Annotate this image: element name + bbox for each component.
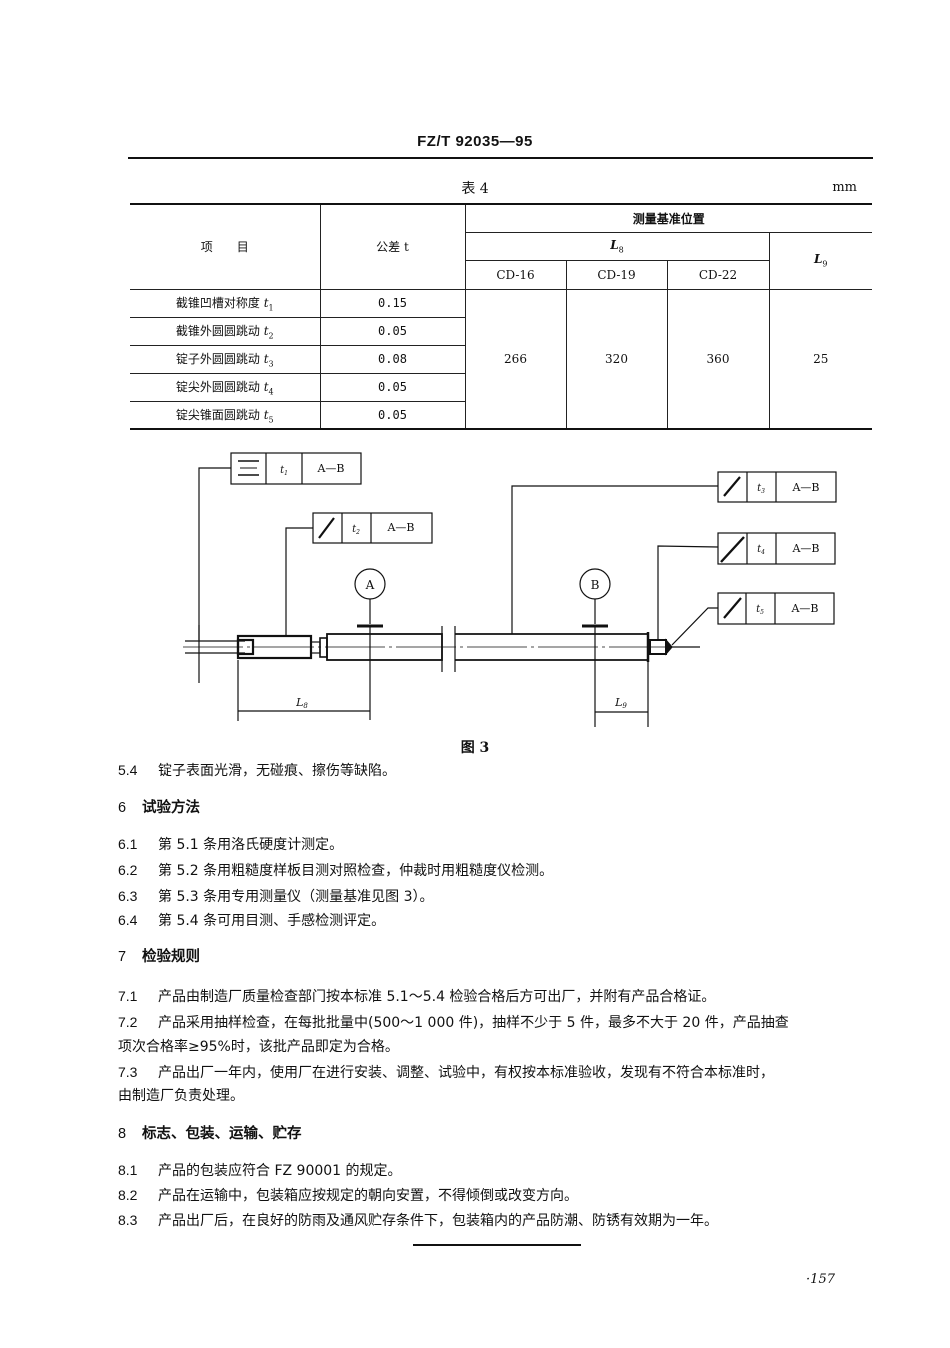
svg-text:t4: t4: [757, 544, 765, 556]
svg-text:A—B: A—B: [790, 602, 818, 615]
header-l9: L9: [768, 231, 872, 290]
svg-text:A—B: A—B: [791, 542, 819, 555]
svg-text:t3: t3: [757, 483, 765, 495]
svg-text:t2: t2: [352, 524, 360, 536]
item-cell: 锭尖外圆圆跳动 t4: [130, 372, 321, 402]
datum-a-label: A: [365, 578, 375, 592]
tolerance-cell: 0.05: [319, 316, 465, 346]
table-row: 截锥外圆圆跳动 t2 0.05: [130, 316, 872, 346]
dim-l9-label: L9: [614, 696, 627, 710]
tolerance-cell: 0.08: [319, 344, 465, 374]
header-measure-position: 测量基准位置: [464, 203, 872, 233]
clause-7-3-cont: 由制造厂负责处理。: [118, 1088, 244, 1104]
figure-caption: 图 3: [460, 740, 490, 756]
l8-cd16-cell: 266: [464, 288, 567, 430]
page-number: ·157: [806, 1272, 835, 1287]
svg-text:A—B: A—B: [316, 462, 344, 475]
spindle-drawing: A B L8 L9 t1 A—B t2 A—B t3 A—B t4 A—B: [183, 452, 837, 727]
header-model-cd19: CD-19: [565, 259, 668, 290]
standard-number: FZ/T 92035—95: [417, 133, 533, 150]
svg-text:t5: t5: [756, 604, 764, 616]
item-cell: 截锥凹槽对称度 t1: [130, 288, 321, 318]
table-caption: 表 4: [461, 181, 489, 197]
dim-l8-label: L8: [295, 696, 308, 710]
header-model-cd16: CD-16: [465, 259, 567, 290]
tolerance-cell: 0.05: [319, 400, 465, 430]
item-cell: 锭子外圆圆跳动 t3: [130, 344, 321, 374]
clause-7-2-cont: 项次合格率≥95%时，该批产品即定为合格。: [118, 1039, 399, 1055]
l8-cd22-cell: 360: [666, 288, 770, 430]
header-rule: [128, 157, 873, 159]
table-unit: mm: [832, 180, 857, 195]
header-model-cd22: CD-22: [666, 259, 769, 290]
l9-cell: 25: [768, 288, 872, 430]
table-row: 锭尖外圆圆跳动 t4 0.05: [130, 372, 872, 402]
svg-text:A—B: A—B: [386, 521, 414, 534]
table-row: 截锥凹槽对称度 t1 0.15 266 320 360 25: [130, 288, 872, 430]
table-row: 锭尖锥面圆跳动 t5 0.05: [130, 400, 872, 430]
header-tolerance: 公差 t: [319, 203, 466, 290]
svg-text:t1: t1: [280, 465, 288, 477]
end-rule: [413, 1244, 581, 1246]
item-cell: 锭尖锥面圆跳动 t5: [130, 400, 321, 430]
svg-text:A—B: A—B: [791, 481, 819, 494]
l8-cd19-cell: 320: [565, 288, 668, 430]
item-cell: 截锥外圆圆跳动 t2: [130, 316, 321, 346]
table-row: 锭子外圆圆跳动 t3 0.08: [130, 344, 872, 374]
header-l8: L8: [465, 231, 770, 261]
header-item: 项 目: [130, 203, 321, 290]
tolerance-cell: 0.05: [319, 372, 465, 402]
datum-b-label: B: [591, 578, 600, 592]
table-4: 项 目 公差 t 测量基准位置 L8 L9 CD-16 CD-19 CD-22 …: [130, 203, 872, 430]
tolerance-cell: 0.15: [319, 288, 466, 318]
